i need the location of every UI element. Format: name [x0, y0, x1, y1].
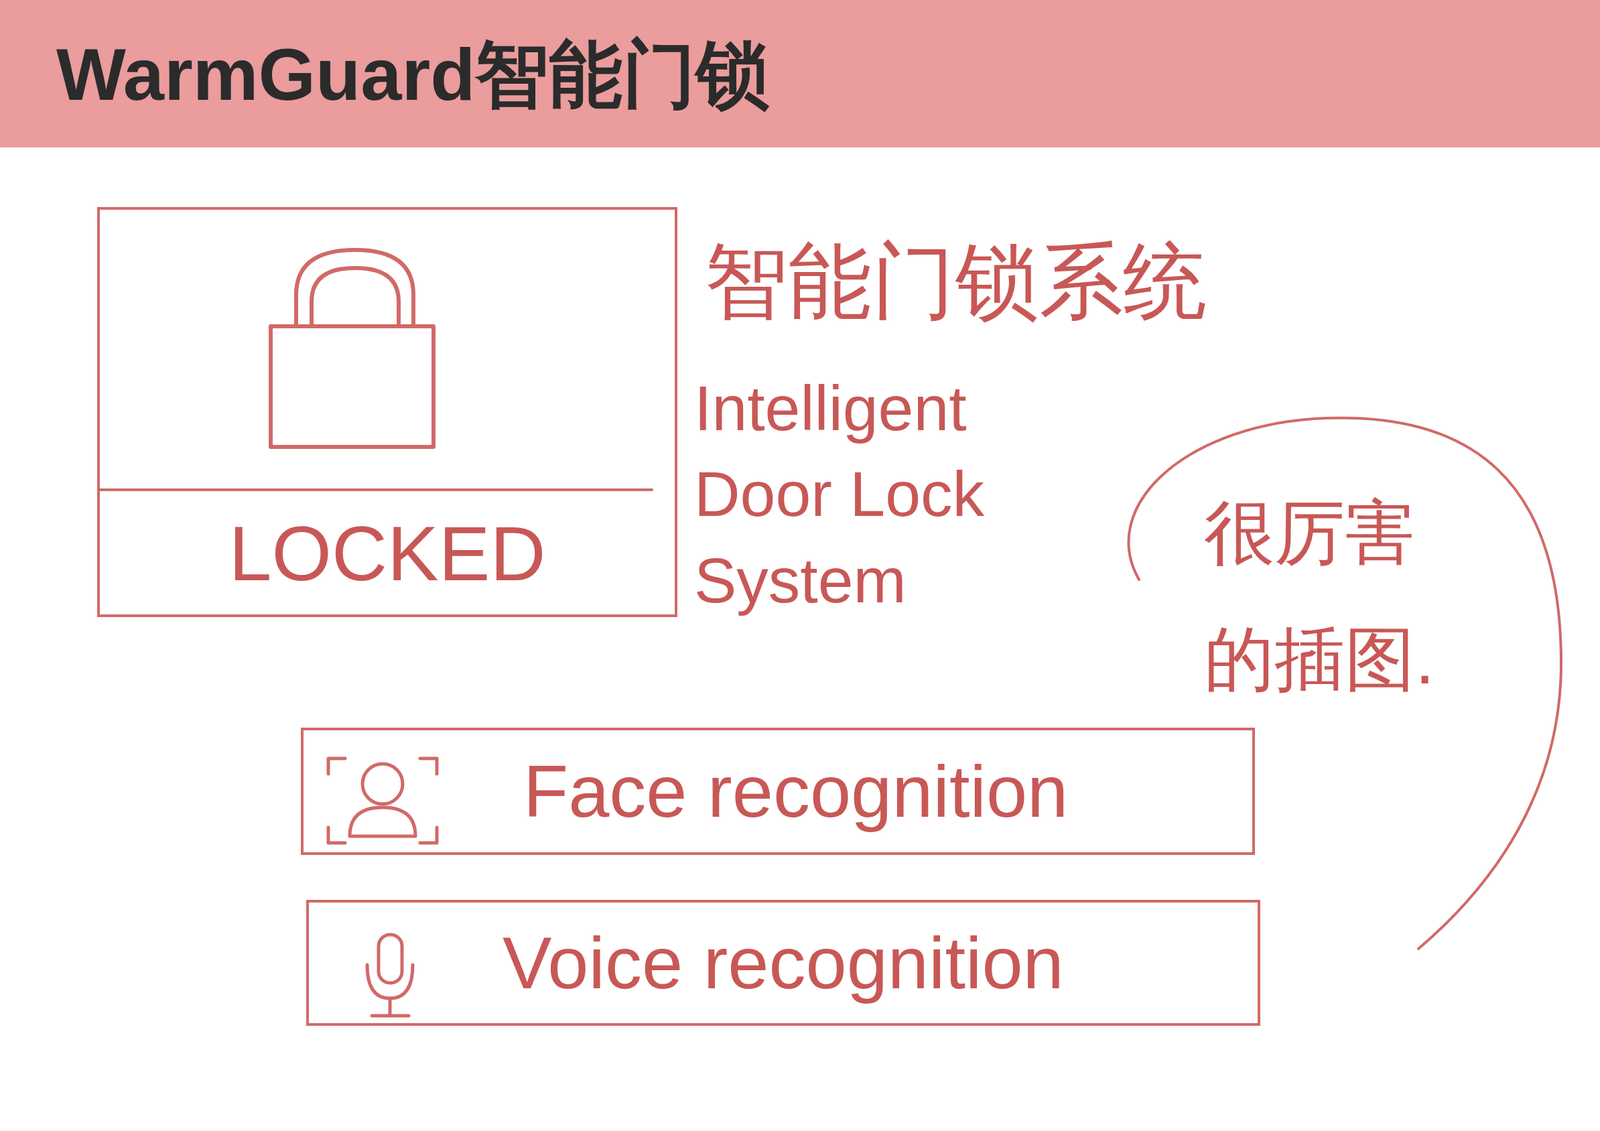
node-text: Face recognition — [523, 747, 1069, 836]
curved-bracket — [1128, 418, 1562, 949]
subtitle-english: Intelligent Door Lock System — [694, 365, 1010, 624]
feature-button: Voice recognition — [306, 899, 1261, 1026]
face-icon — [328, 758, 437, 843]
feature-button: Face recognition — [300, 727, 1255, 855]
illustration-note: 很厉害的插图. — [1204, 469, 1446, 723]
node-text: LOCKED — [99, 507, 675, 600]
subtitle-chinese: 智能门锁系统 — [704, 231, 1308, 332]
padlock-icon — [270, 249, 434, 447]
microphone-icon — [367, 934, 413, 1016]
node-text: Voice recognition — [502, 918, 1064, 1008]
status-panel: LOCKED — [97, 207, 678, 618]
panel-divider — [98, 488, 652, 492]
page-title: WarmGuard智能门锁 — [56, 33, 770, 115]
